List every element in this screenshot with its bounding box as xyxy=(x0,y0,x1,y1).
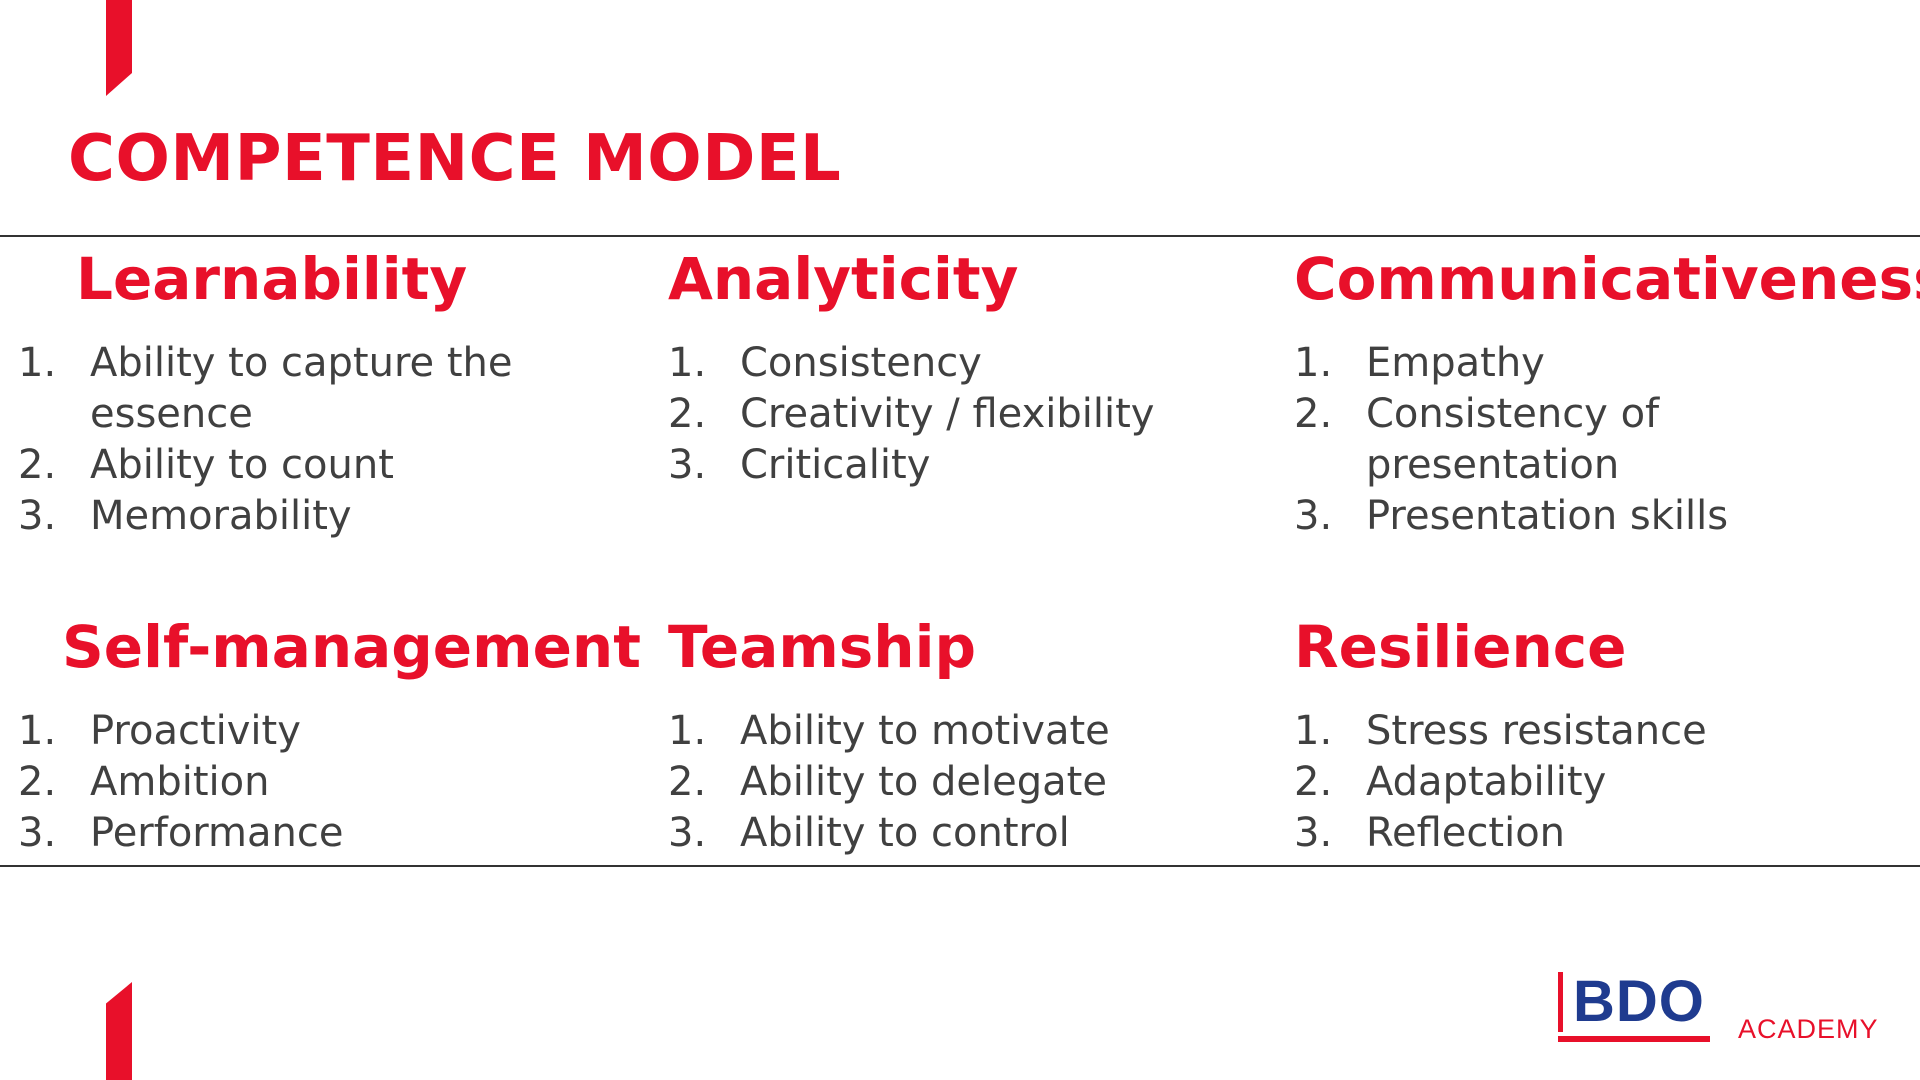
logo-suffix: ACADEMY xyxy=(1738,1014,1879,1044)
competence-list: 1.Consistency 2.Creativity / flexibility… xyxy=(668,338,1154,491)
list-item: 2.Ability to count xyxy=(18,442,394,488)
list-item: 2.Ambition xyxy=(18,759,270,805)
competence-block-analyticity: Analyticity 1.Consistency 2.Creativity /… xyxy=(668,245,1268,488)
competence-block-learnability: Learnability 1.Ability to capture the es… xyxy=(18,245,598,539)
list-item: 3.Ability to control xyxy=(668,810,1070,856)
bdo-academy-logo: BDO ACADEMY xyxy=(1558,972,1878,1044)
competence-heading: Communicativeness xyxy=(1294,245,1920,313)
logo-underline xyxy=(1558,1036,1710,1042)
competence-list: 1.Ability to motivate 2.Ability to deleg… xyxy=(668,706,1110,859)
list-item: 1.Ability to capture the essence xyxy=(18,340,513,437)
list-item: 2.Adaptability xyxy=(1294,759,1607,805)
list-item: 3.Reflection xyxy=(1294,810,1566,856)
competence-heading: Analyticity xyxy=(668,245,1019,313)
bottom-accent-bar xyxy=(106,982,132,1080)
list-item: 3.Criticality xyxy=(668,442,931,488)
list-item: 1.Ability to motivate xyxy=(668,708,1110,754)
competence-heading: Learnability xyxy=(76,245,468,313)
competence-block-resilience: Resilience 1.Stress resistance 2.Adaptab… xyxy=(1294,613,1920,856)
logo-brand: BDO xyxy=(1558,972,1705,1032)
list-item: 1.Empathy xyxy=(1294,340,1545,386)
competence-heading: Resilience xyxy=(1294,613,1627,681)
competence-block-self-management: Self-management 1.Proactivity 2.Ambition… xyxy=(18,613,641,856)
competence-block-teamship: Teamship 1.Ability to motivate 2.Ability… xyxy=(668,613,1268,856)
list-item: 3.Memorability xyxy=(18,493,352,539)
competence-list: 1.Ability to capture the essence 2.Abili… xyxy=(18,338,513,542)
list-item: 1.Consistency xyxy=(668,340,982,386)
list-item: 2.Consistency of presentation xyxy=(1294,391,1660,488)
list-item: 2.Creativity / flexibility xyxy=(668,391,1155,437)
list-item: 3.Performance xyxy=(18,810,344,856)
competence-list: 1.Proactivity 2.Ambition 3.Performance xyxy=(18,706,343,859)
competence-block-communicativeness: Communicativeness 1.Empathy 2.Consistenc… xyxy=(1294,245,1920,539)
competence-heading: Self-management xyxy=(62,613,641,681)
bottom-divider xyxy=(0,865,1920,867)
competence-list: 1.Empathy 2.Consistency of presentation … xyxy=(1294,338,1920,542)
list-item: 3.Presentation skills xyxy=(1294,493,1729,539)
top-accent-bar xyxy=(106,0,132,96)
list-item: 1.Stress resistance xyxy=(1294,708,1707,754)
list-item: 1.Proactivity xyxy=(18,708,301,754)
competence-list: 1.Stress resistance 2.Adaptability 3.Ref… xyxy=(1294,706,1707,859)
list-item: 2.Ability to delegate xyxy=(668,759,1107,805)
top-divider xyxy=(0,235,1920,237)
competence-heading: Teamship xyxy=(668,613,976,681)
slide-title: COMPETENCE MODEL xyxy=(68,122,842,196)
